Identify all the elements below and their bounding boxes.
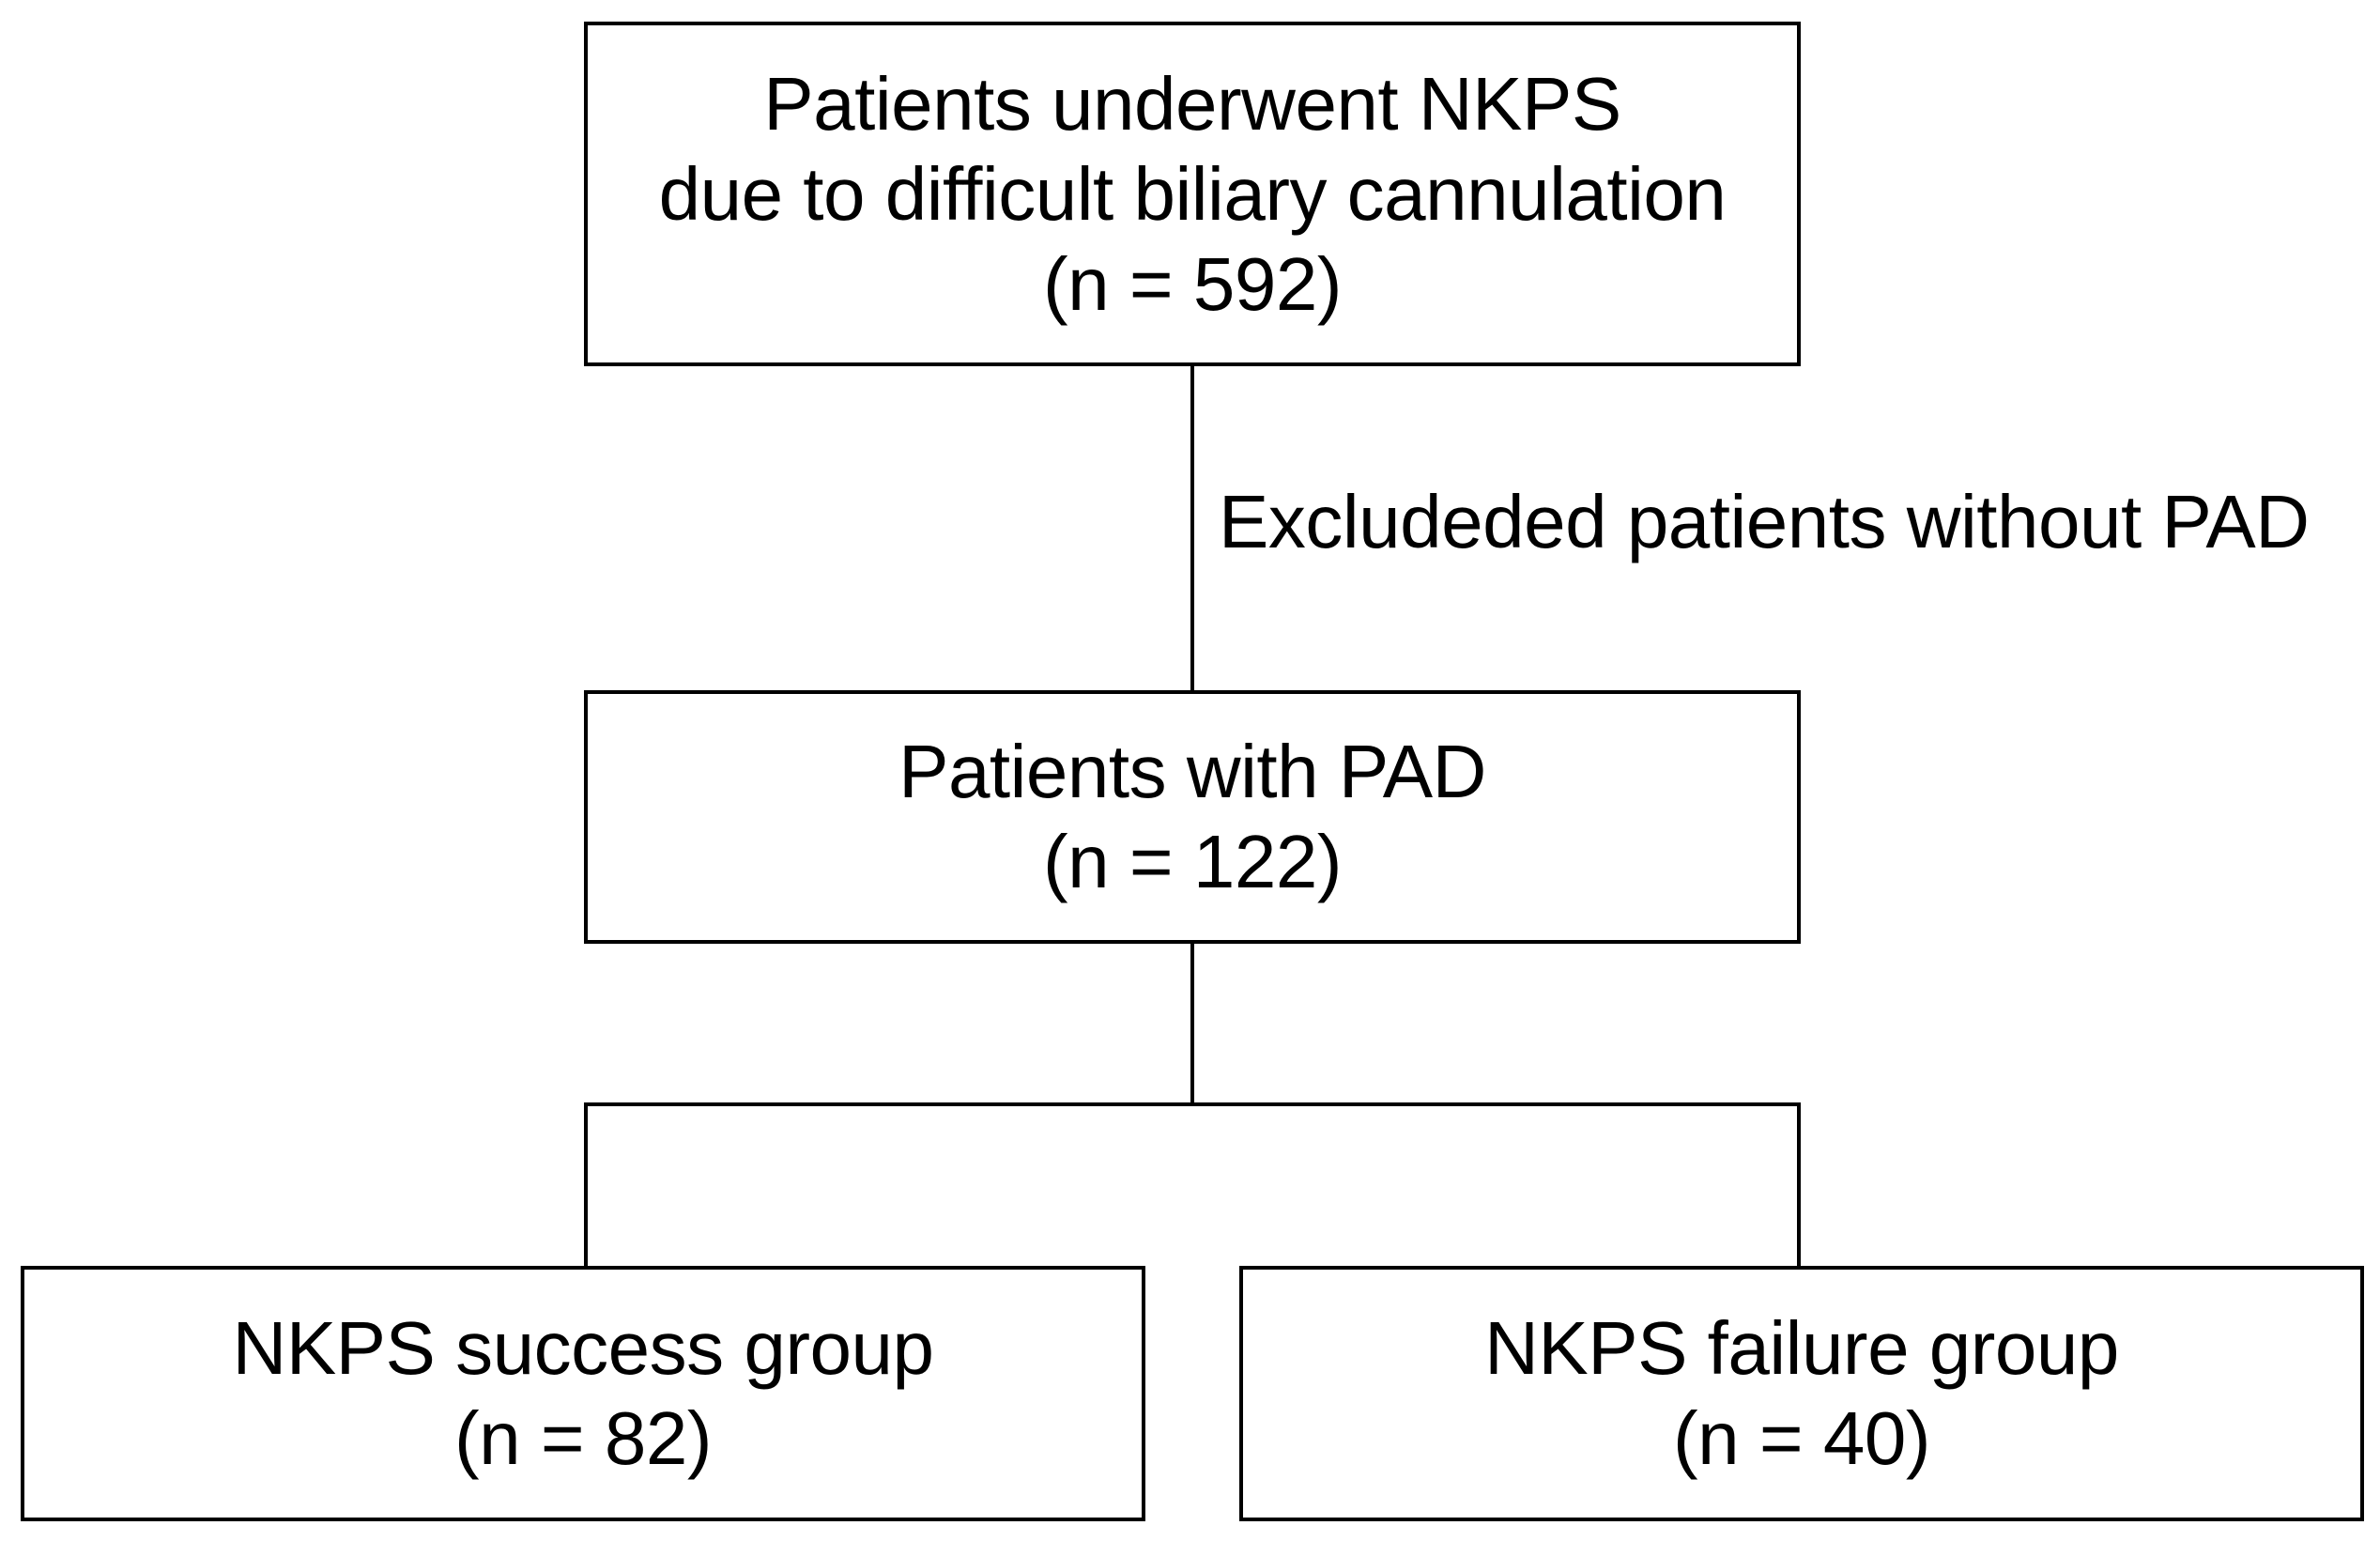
box-patients-with-pad: Patients with PAD (n = 122) — [584, 690, 1801, 944]
box-failure-group-count: (n = 40) — [1673, 1396, 1930, 1480]
box-all-patients: Patients underwent NKPS due to difficult… — [584, 22, 1801, 366]
box-failure-group-label: NKPS failure group — [1484, 1306, 2119, 1390]
box-failure-group: NKPS failure group (n = 40) — [1239, 1266, 2364, 1521]
box-patients-with-pad-count: (n = 122) — [1043, 820, 1342, 903]
box-patients-with-pad-label: Patients with PAD — [898, 730, 1486, 813]
box-all-patients-count: (n = 592) — [1043, 241, 1342, 326]
box-success-group-count: (n = 82) — [454, 1396, 712, 1480]
box-all-patients-line1: Patients underwent NKPS — [763, 61, 1621, 146]
box-all-patients-line2: due to difficult biliary cannulation — [658, 151, 1727, 236]
exclusion-note: Excludeded patients without PAD — [1219, 480, 2310, 563]
box-success-group-label: NKPS success group — [232, 1306, 934, 1390]
box-success-group: NKPS success group (n = 82) — [21, 1266, 1145, 1521]
